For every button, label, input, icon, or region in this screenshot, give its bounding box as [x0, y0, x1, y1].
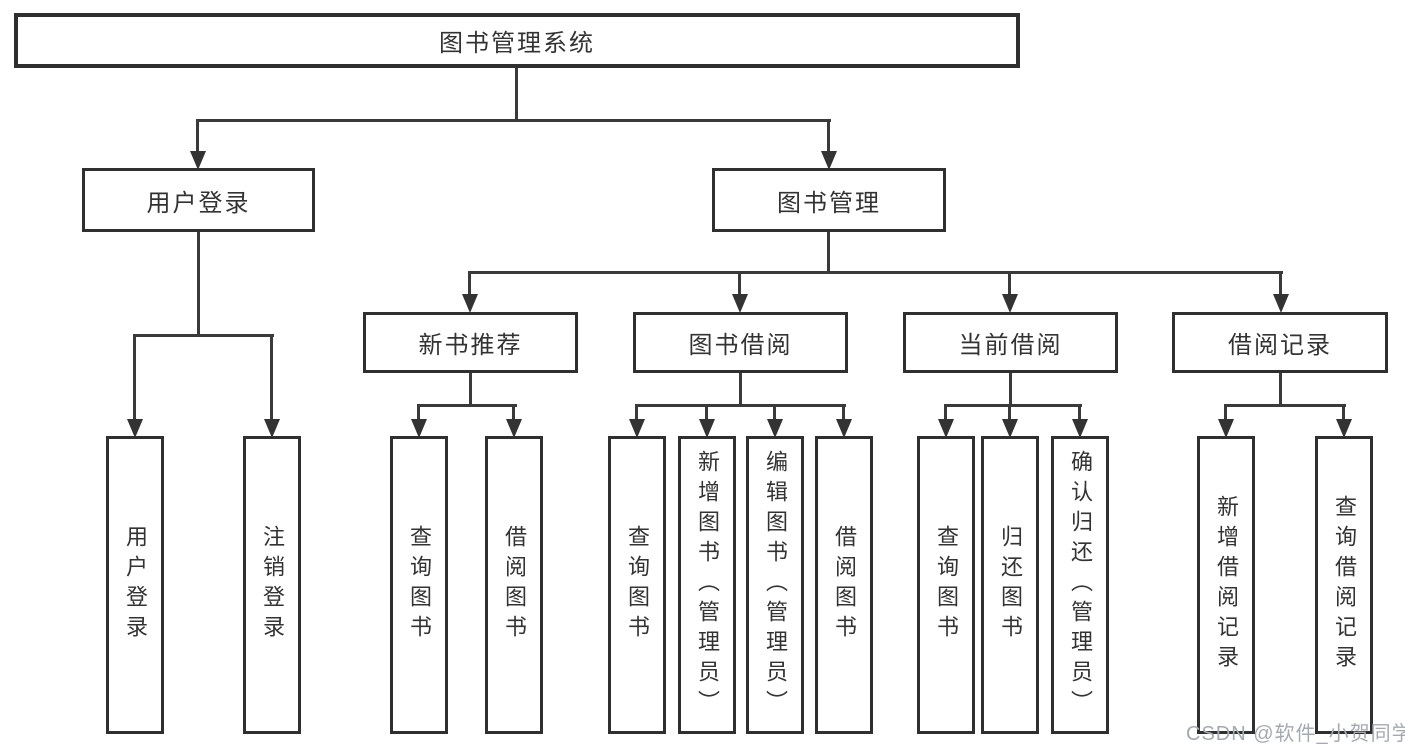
leaf-user-login: 用户登录 [106, 436, 164, 734]
connector-stem-leaf [944, 404, 947, 420]
connector-stem-leaf [417, 404, 420, 420]
connector-stem-leaf [270, 334, 273, 420]
connector-recommend-drop [469, 373, 472, 406]
connector-user-login-hline [134, 334, 274, 337]
connector-stem-leaf [773, 404, 776, 420]
leaf-add-book-admin: 新增图书（管理员） [678, 436, 736, 734]
leaf-label: 查询借阅记录 [1332, 495, 1357, 675]
arrow-down-icon [411, 419, 427, 438]
connector-stem-leaf [842, 404, 845, 420]
leaf-label: 借阅图书 [832, 525, 857, 645]
arrow-down-icon [938, 419, 954, 438]
connector-recommend-hline [417, 404, 517, 407]
leaf-label: 查询图书 [934, 525, 959, 645]
connector-stem-leaf [512, 404, 515, 420]
connector-stem-leaf [133, 334, 136, 420]
connector-current-hline [944, 404, 1082, 407]
leaf-edit-book-admin: 编辑图书（管理员） [746, 436, 804, 734]
arrow-down-icon [1273, 294, 1289, 313]
connector-stem-leaf [635, 404, 638, 420]
leaf-borrow-books-borrowing: 借阅图书 [815, 436, 873, 734]
arrow-down-icon [506, 419, 522, 438]
arrow-down-icon [1002, 294, 1018, 313]
connector-stem-leaf [705, 404, 708, 420]
node-root: 图书管理系统 [14, 13, 1020, 68]
leaf-label: 归还图书 [998, 525, 1023, 645]
leaf-label: 查询图书 [625, 525, 650, 645]
connector-level2-hline [197, 119, 831, 122]
connector-stem-borrowing [738, 271, 741, 295]
leaf-add-borrow-record: 新增借阅记录 [1197, 436, 1255, 734]
connector-book-management-drop [827, 232, 830, 274]
leaf-return-books: 归还图书 [981, 436, 1039, 734]
arrow-down-icon [629, 419, 645, 438]
arrow-down-icon [1218, 419, 1234, 438]
arrow-down-icon [732, 294, 748, 313]
node-current-borrowing: 当前借阅 [903, 312, 1118, 373]
arrow-down-icon [1002, 419, 1018, 438]
connector-stem-records [1279, 271, 1282, 295]
leaf-borrow-books-recommend: 借阅图书 [485, 436, 543, 734]
connector-borrowing-hline [635, 404, 846, 407]
connector-current-drop [1009, 373, 1012, 406]
leaf-label: 用户登录 [123, 525, 148, 645]
leaf-label: 注销登录 [260, 525, 285, 645]
arrow-down-icon [821, 151, 837, 170]
leaf-query-books-recommend: 查询图书 [390, 436, 448, 734]
connector-stem-current [1008, 271, 1011, 295]
connector-stem-book-management [827, 119, 830, 153]
node-user-login: 用户登录 [82, 168, 315, 232]
leaf-label: 新增图书（管理员） [695, 450, 720, 720]
node-new-book-recommend: 新书推荐 [363, 312, 578, 373]
arrow-down-icon [699, 419, 715, 438]
connector-stem-leaf [1078, 404, 1081, 420]
leaf-label: 新增借阅记录 [1214, 495, 1239, 675]
arrow-down-icon [462, 294, 478, 313]
connector-records-hline [1224, 404, 1346, 407]
connector-stem-leaf [1342, 404, 1345, 420]
connector-stem-user-login [196, 119, 199, 153]
leaf-label: 查询图书 [407, 525, 432, 645]
leaf-confirm-return-admin: 确认归还（管理员） [1051, 436, 1109, 734]
arrow-down-icon [767, 419, 783, 438]
arrow-down-icon [1336, 419, 1352, 438]
connector-stem-recommend [468, 271, 471, 295]
node-borrowing-records: 借阅记录 [1172, 312, 1388, 373]
leaf-query-books-borrowing: 查询图书 [608, 436, 666, 734]
leaf-logout: 注销登录 [243, 436, 301, 734]
arrow-down-icon [127, 419, 143, 438]
connector-user-login-drop [197, 232, 200, 336]
watermark: CSDN @软件_小贺同学 [1186, 723, 1405, 745]
connector-root-drop [515, 66, 518, 121]
arrow-down-icon [264, 419, 280, 438]
connector-level3-hline [469, 271, 1283, 274]
connector-records-drop [1279, 373, 1282, 406]
arrow-down-icon [836, 419, 852, 438]
connector-borrowing-drop [739, 373, 742, 406]
node-book-borrowing: 图书借阅 [633, 312, 848, 373]
leaf-label: 借阅图书 [502, 525, 527, 645]
leaf-label: 确认归还（管理员） [1068, 450, 1093, 720]
leaf-label: 编辑图书（管理员） [763, 450, 788, 720]
arrow-down-icon [190, 151, 206, 170]
connector-stem-leaf [1008, 404, 1011, 420]
node-book-management: 图书管理 [712, 168, 946, 232]
arrow-down-icon [1072, 419, 1088, 438]
leaf-query-books-current: 查询图书 [917, 436, 975, 734]
connector-stem-leaf [1224, 404, 1227, 420]
leaf-query-borrow-record: 查询借阅记录 [1315, 436, 1373, 734]
